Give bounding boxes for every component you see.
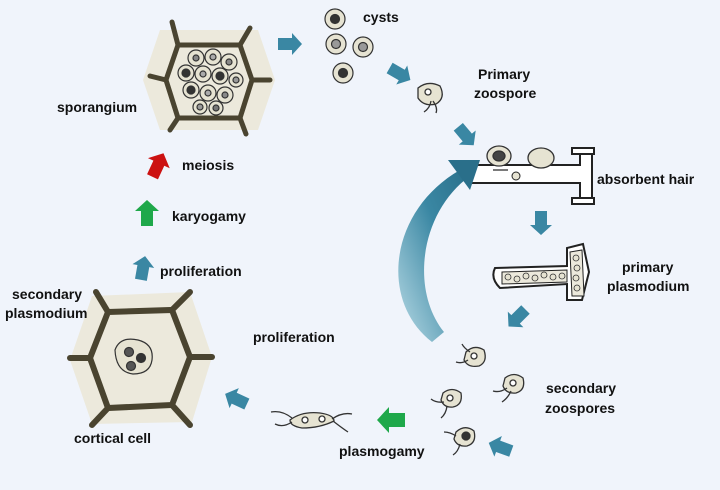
label-cysts: cysts (363, 9, 399, 25)
label-meiosis: meiosis (182, 157, 234, 173)
arrow-cysts-to-zoospore (386, 62, 411, 85)
label-secondary-zoospores-line2: zoospores (545, 400, 615, 416)
arrow-hair-to-plasmodium (530, 211, 552, 235)
primary-zoospore (417, 82, 443, 114)
arrow-sporangium-to-cysts (278, 33, 302, 55)
label-secondary-zoospores-line1: secondary (546, 380, 616, 396)
arrow-proliferation-up (132, 256, 155, 281)
fusing-zoospores (270, 410, 353, 433)
label-plasmogamy: plasmogamy (339, 443, 425, 459)
label-cortical-cell: cortical cell (74, 430, 151, 446)
flow-arrows (132, 33, 552, 457)
secondary-plasmodium-blob (114, 338, 153, 375)
secondary-zoospores-group (430, 343, 525, 456)
primary-plasmodium (492, 242, 591, 301)
arrow-karyogamy (135, 200, 159, 226)
arrow-plasmodium-to-zoospores (507, 305, 530, 328)
cysts-group (324, 8, 374, 84)
resting-spores-cluster (177, 48, 244, 116)
label-primary-plasmodium-line1: primary (622, 259, 674, 275)
arrow-zoospore-to-hair (453, 122, 476, 146)
plasmodium-nuclei (504, 254, 581, 292)
label-karyogamy: karyogamy (172, 208, 246, 224)
arrow-plasmogamy (377, 407, 405, 433)
sporangium-cell (143, 19, 275, 137)
arrow-into-zoospores (488, 435, 514, 457)
arrow-meiosis (147, 153, 170, 180)
arrow-to-cortical-cell (225, 388, 250, 410)
label-proliferation-top: proliferation (160, 263, 242, 279)
label-proliferation-mid: proliferation (253, 329, 335, 345)
label-primary-plasmodium-line2: plasmodium (607, 278, 689, 294)
label-sporangium: sporangium (57, 99, 137, 115)
cycle-curved-arrow (398, 160, 480, 342)
label-secondary-plasmodium-line1: secondary (12, 286, 82, 302)
zoospore-attaching (486, 145, 555, 169)
label-primary-zoospore-line1: Primary (478, 66, 530, 82)
label-primary-zoospore-line2: zoospore (474, 85, 536, 101)
label-secondary-plasmodium-line2: plasmodium (5, 305, 87, 321)
cortical-cell (67, 289, 215, 428)
label-absorbent-hair: absorbent hair (597, 171, 695, 187)
